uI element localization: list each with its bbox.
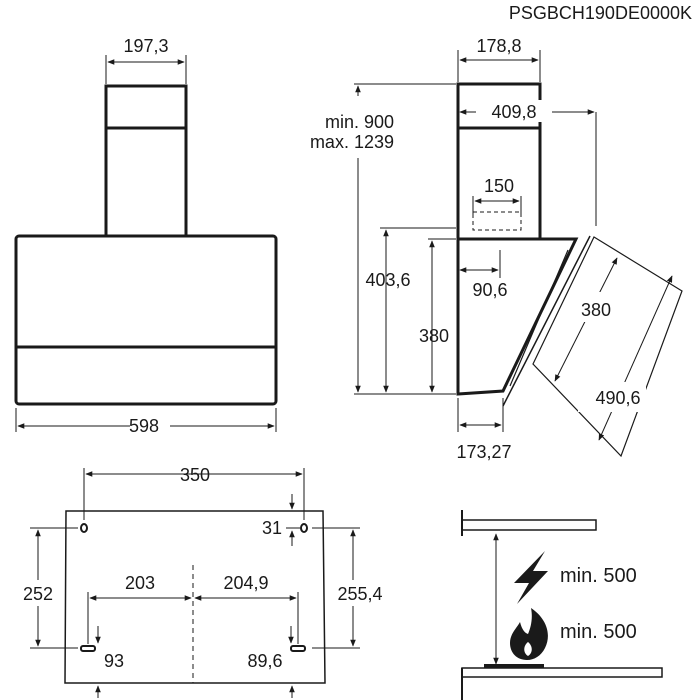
label-top-hole-offset: 31 xyxy=(262,518,282,538)
top-right-hole xyxy=(300,523,308,533)
clearance-hood xyxy=(461,519,597,531)
gas-flame-icon xyxy=(510,608,548,660)
front-hood-body xyxy=(14,234,278,406)
label-left-bottom-offset: 93 xyxy=(104,651,124,671)
front-view xyxy=(14,55,278,432)
label-body-height: 403,6 xyxy=(365,270,410,290)
clearance-hob xyxy=(461,667,663,678)
dim-panel-diagonal xyxy=(598,275,673,441)
label-panel-diagonal: 490,6 xyxy=(595,388,640,408)
label-panel-height: 380 xyxy=(419,326,449,346)
label-outlet-offset: 90,6 xyxy=(472,280,507,300)
label-height-min: min. 900 xyxy=(325,112,394,132)
label-total-depth: 409,8 xyxy=(491,102,536,122)
side-hood-body xyxy=(456,237,579,396)
side-view xyxy=(354,50,683,458)
label-chimney-depth: 178,8 xyxy=(476,36,521,56)
label-chimney-width: 197,3 xyxy=(123,36,168,56)
label-hood-width: 598 xyxy=(129,416,159,436)
label-outlet-width: 150 xyxy=(484,176,514,196)
label-left-bottom-spacing: 203 xyxy=(125,573,155,593)
label-height-max: max. 1239 xyxy=(310,132,394,152)
side-open-panel xyxy=(532,236,683,458)
label-top-hole-spacing: 350 xyxy=(180,465,210,485)
label-electric-clearance: min. 500 xyxy=(560,565,637,587)
bottom-right-hole xyxy=(290,645,306,652)
front-chimney xyxy=(104,84,188,238)
front-chimney-top xyxy=(104,84,188,130)
label-right-bottom-spacing: 204,9 xyxy=(223,573,268,593)
label-left-height: 252 xyxy=(23,584,53,604)
label-right-bottom-offset: 89,6 xyxy=(247,651,282,671)
side-outlet xyxy=(472,211,522,231)
model-code: PSGBCH190DE0000K xyxy=(509,3,692,23)
bottom-left-hole xyxy=(80,645,96,652)
top-left-hole xyxy=(80,523,88,533)
label-panel-length: 380 xyxy=(581,300,611,320)
electric-hob-icon xyxy=(514,551,548,604)
side-glass-inner xyxy=(509,249,569,387)
label-bottom-depth: 173,27 xyxy=(456,442,511,462)
mounting-view xyxy=(30,468,360,698)
mounting-outline xyxy=(64,510,326,684)
clearance-view xyxy=(461,510,663,700)
label-right-height: 255,4 xyxy=(337,584,382,604)
label-gas-clearance: min. 500 xyxy=(560,621,637,643)
